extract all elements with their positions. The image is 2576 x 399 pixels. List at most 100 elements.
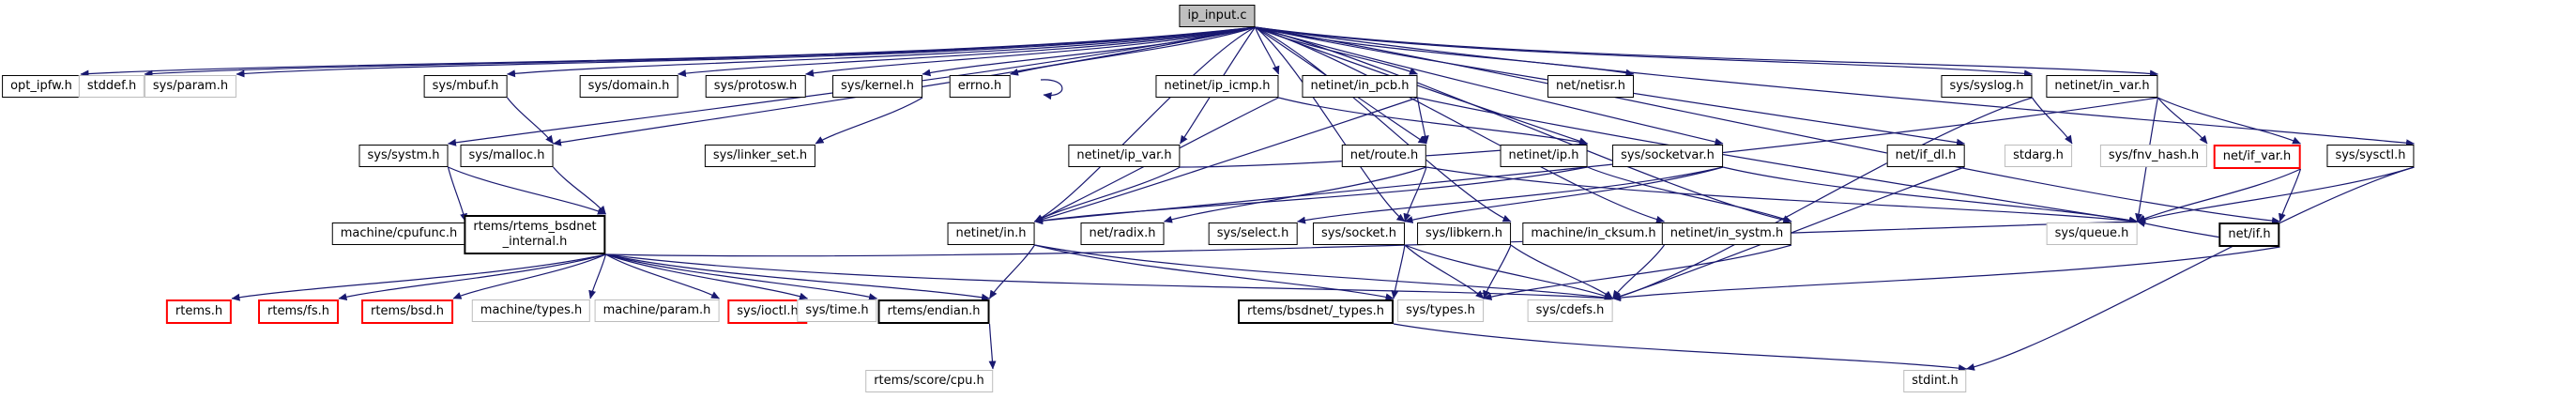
edge-if_var-queue — [2137, 168, 2301, 223]
node-mbuf[interactable]: sys/mbuf.h — [423, 75, 508, 98]
node-sysctl[interactable]: sys/sysctl.h — [2326, 145, 2415, 167]
node-systm[interactable]: sys/systm.h — [358, 145, 449, 167]
edge-in_var-if_var — [2157, 97, 2301, 145]
edge-in_var-in_h — [1034, 97, 2158, 225]
edge-root-syslog — [1255, 26, 2033, 78]
edge-libkern-cdefs — [1510, 244, 1613, 299]
edge-syslog-cdefs — [1612, 97, 2033, 300]
node-root: ip_input.c — [1179, 5, 1256, 27]
edge-in_h-endian — [988, 244, 1036, 299]
edge-route-socket — [1403, 166, 1427, 223]
node-linker_set[interactable]: sys/linker_set.h — [704, 145, 816, 167]
edge-route-queue — [1425, 166, 2138, 225]
node-in_pcb[interactable]: netinet/in_pcb.h — [1302, 75, 1418, 98]
edge-root-ip_icmp — [1254, 26, 1280, 75]
edge-root-socket — [1255, 26, 1406, 223]
node-queue: sys/queue.h — [2046, 223, 2138, 245]
edge-root-stddef — [144, 26, 1256, 78]
node-rtems_h[interactable]: rtems.h — [165, 299, 233, 324]
edge-endian-score_cpu — [988, 323, 997, 370]
edge-root-in_cksum — [1255, 26, 1665, 223]
edge-socketvar-queue — [1722, 166, 2138, 224]
edge-if_var-if_h — [2279, 168, 2302, 223]
node-stddef: stddef.h — [78, 75, 145, 98]
edge-root-sysctl — [1255, 26, 2415, 147]
edge-socket-s_types — [1404, 244, 1485, 299]
node-if_dl[interactable]: net/if_dl.h — [1886, 145, 1965, 167]
edge-bsdnet_internal-time — [605, 253, 877, 301]
edge-in_var-fnv_hash — [2157, 97, 2208, 145]
edge-in_pcb-in_h — [1034, 97, 1418, 223]
node-radix[interactable]: net/radix.h — [1080, 223, 1165, 245]
edge-ip-in_systm — [1587, 166, 1792, 223]
node-route[interactable]: net/route.h — [1341, 145, 1427, 167]
edge-ip-in_h — [1034, 166, 1588, 224]
edge-socketvar-socket — [1404, 166, 1724, 223]
edge-root-socketvar — [1255, 26, 1724, 146]
edge-bsdnet_internal-cdefs — [605, 253, 1613, 302]
edge-root-in_h — [1034, 26, 1256, 223]
node-if_var[interactable]: net/if_var.h — [2213, 145, 2301, 169]
node-endian[interactable]: rtems/endian.h — [877, 299, 990, 324]
node-socket[interactable]: sys/socket.h — [1312, 223, 1406, 245]
node-bsdnet_internal[interactable]: rtems/rtems_bsdnet_internal.h — [464, 215, 606, 254]
node-socketvar[interactable]: sys/socketvar.h — [1612, 145, 1723, 167]
edge-syslog-stdarg — [2031, 97, 2073, 145]
edge-libkern-s_types — [1483, 244, 1512, 299]
node-cpufunc[interactable]: machine/cpufunc.h — [331, 223, 466, 245]
edge-socket-cdefs — [1404, 244, 1613, 299]
edge-sysctl-queue — [2137, 166, 2415, 223]
edge-socketvar-select — [1297, 166, 1724, 224]
node-ip_var[interactable]: netinet/ip_var.h — [1068, 145, 1181, 167]
node-bsdnet_types[interactable]: rtems/bsdnet/_types.h — [1238, 299, 1394, 324]
node-protosw[interactable]: sys/protosw.h — [705, 75, 806, 98]
edge-mbuf-malloc — [507, 97, 554, 145]
node-fnv_hash: sys/fnv_hash.h — [2099, 145, 2208, 167]
node-score_cpu: rtems/score/cpu.h — [865, 370, 993, 392]
node-opt_ipfw[interactable]: opt_ipfw.h — [2, 75, 81, 98]
edge-root-if_h — [1255, 26, 2280, 225]
edge-sysctl-stdint — [1966, 166, 2415, 371]
edge-bsdnet_internal-rtems_h — [231, 253, 606, 301]
edge-root-domain — [678, 26, 1256, 78]
node-s_types: sys/types.h — [1397, 299, 1484, 322]
node-if_h[interactable]: net/if.h — [2218, 223, 2280, 247]
node-ip[interactable]: netinet/ip.h — [1500, 145, 1588, 167]
node-malloc[interactable]: sys/malloc.h — [460, 145, 554, 167]
edge-root-sys_param — [236, 26, 1256, 78]
edge-route-radix — [1164, 166, 1427, 223]
edge-root-protosw — [805, 26, 1256, 77]
edge-systm-bsdnet_internal — [448, 166, 606, 215]
edge-bsdnet_internal-rtems_bsd — [452, 253, 606, 299]
node-in_var[interactable]: netinet/in_var.h — [2046, 75, 2158, 98]
node-in_systm[interactable]: netinet/in_systm.h — [1661, 223, 1792, 245]
node-ip_icmp[interactable]: netinet/ip_icmp.h — [1155, 75, 1279, 98]
node-in_h[interactable]: netinet/in.h — [947, 223, 1035, 245]
node-in_cksum[interactable]: machine/in_cksum.h — [1522, 223, 1665, 245]
node-netisr[interactable]: net/netisr.h — [1547, 75, 1634, 98]
node-libkern[interactable]: sys/libkern.h — [1417, 223, 1511, 245]
node-stdarg: stdarg.h — [2004, 145, 2072, 167]
node-syslog[interactable]: sys/syslog.h — [1941, 75, 2033, 98]
edge-if_h-cdefs — [1612, 246, 2280, 302]
node-kernel[interactable]: sys/kernel.h — [831, 75, 923, 98]
node-m_param: machine/param.h — [594, 299, 720, 322]
node-select[interactable]: sys/select.h — [1208, 223, 1298, 245]
edge-bsdnet_internal-endian — [605, 253, 990, 301]
edge-bsdnet_internal-ioctl — [605, 253, 808, 300]
edge-ip_var-in_h — [1034, 166, 1181, 223]
node-errno[interactable]: errno.h — [949, 75, 1011, 98]
node-ioctl[interactable]: sys/ioctl.h — [727, 299, 808, 324]
node-time: sys/time.h — [797, 299, 877, 322]
edge-in_pcb-queue — [1417, 97, 2138, 224]
edge-root-libkern — [1255, 26, 1512, 223]
node-rtems_fs[interactable]: rtems/fs.h — [258, 299, 339, 324]
node-cdefs: sys/cdefs.h — [1527, 299, 1613, 322]
node-domain[interactable]: sys/domain.h — [579, 75, 678, 98]
edge-malloc-bsdnet_internal — [553, 166, 606, 215]
node-rtems_bsd[interactable]: rtems/bsd.h — [361, 299, 453, 324]
node-sys_param: sys/param.h — [144, 75, 237, 98]
edge-root-in_var — [1255, 26, 2158, 78]
edge-in_h-cdefs — [1034, 244, 1613, 301]
